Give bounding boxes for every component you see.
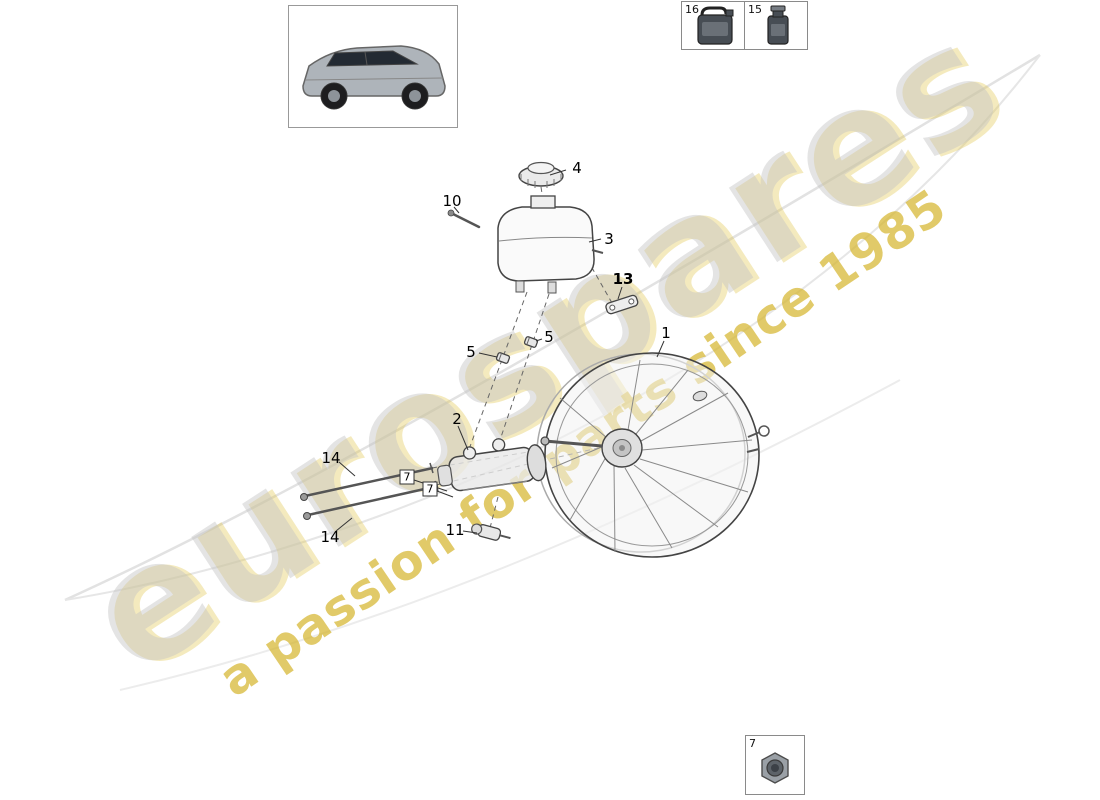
vehicle-thumbnail-box bbox=[288, 5, 458, 128]
fluid-reservoir bbox=[497, 195, 604, 294]
callout-nut-boxed-a[interactable]: 7 bbox=[399, 469, 415, 485]
callout-nut-boxed-b[interactable]: 7 bbox=[422, 481, 438, 497]
pin bbox=[447, 209, 481, 229]
nut-label: 7 bbox=[749, 737, 756, 750]
fluid-can-box[interactable]: 16 bbox=[681, 1, 745, 50]
fluid-bottle-label: 15 bbox=[748, 3, 762, 16]
callout-bracket[interactable]: 13 bbox=[612, 270, 634, 288]
callout-cap[interactable]: 4 bbox=[572, 159, 582, 177]
fluid-can-label: 16 bbox=[685, 3, 699, 16]
sensor bbox=[471, 523, 511, 541]
callout-reservoir[interactable]: 3 bbox=[604, 230, 614, 248]
fluid-bottle-box[interactable]: 15 bbox=[744, 1, 808, 50]
callout-sensor[interactable]: 11 bbox=[445, 521, 465, 539]
callout-rod-top[interactable]: 14 bbox=[321, 449, 341, 467]
fluid-bottle-icon bbox=[767, 5, 789, 45]
reservoir-cap bbox=[518, 161, 564, 188]
fluid-can-icon bbox=[697, 6, 734, 45]
callout-master-cylinder[interactable]: 2 bbox=[452, 410, 462, 428]
bracket bbox=[605, 294, 639, 315]
brake-booster bbox=[536, 352, 770, 558]
master-cylinder bbox=[437, 438, 547, 492]
callout-pin[interactable]: 10 bbox=[442, 192, 462, 210]
nut-box[interactable]: 7 bbox=[745, 735, 805, 795]
vehicle-icon bbox=[302, 45, 446, 110]
clip-left bbox=[495, 352, 511, 364]
tie-rods bbox=[300, 462, 439, 520]
callout-clip-left[interactable]: 5 bbox=[466, 343, 476, 361]
nut-icon bbox=[761, 752, 789, 784]
clip-right bbox=[523, 336, 539, 348]
callout-rod-bottom[interactable]: 14 bbox=[320, 528, 340, 546]
callout-booster[interactable]: 1 bbox=[661, 324, 671, 342]
callout-clip-right[interactable]: 5 bbox=[544, 328, 554, 346]
